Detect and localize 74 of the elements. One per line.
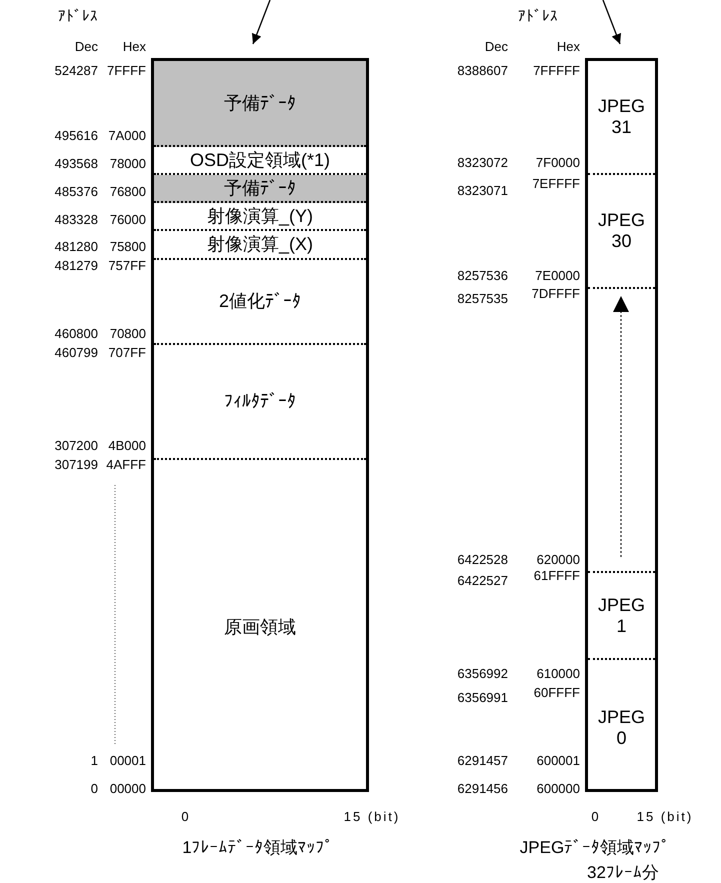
address-value: 00001 <box>110 753 146 768</box>
address-value: 600000 <box>536 781 580 796</box>
address-value: 7A000 <box>108 128 146 143</box>
memory-region: 原画領域 <box>154 460 366 795</box>
address-value: 4AFFF <box>106 457 146 472</box>
address-value: 460800 <box>54 326 98 341</box>
memory-region: 射像演算_(X) <box>154 231 366 260</box>
address-value: 7F0000 <box>536 155 580 170</box>
address-value: 493568 <box>54 156 98 171</box>
memory-region: JPEG 31 <box>588 61 655 175</box>
address-value: 757FF <box>108 258 146 273</box>
arrow <box>252 0 271 44</box>
address-value: 00000 <box>110 781 146 796</box>
column-heading: ｱﾄﾞﾚｽ <box>518 9 558 24</box>
memory-region: 2値化ﾃﾞｰﾀ <box>154 260 366 345</box>
bit-label: 0 <box>591 809 599 824</box>
column-heading: Hex <box>556 39 580 54</box>
address-value: 7FFFFF <box>533 63 580 78</box>
bit-label: 15 (bit) <box>636 809 694 824</box>
map-caption: JPEGﾃﾞｰﾀ領域ﾏｯﾌﾟ <box>520 837 670 859</box>
address-value: 307200 <box>54 438 98 453</box>
address-value: 8323071 <box>457 183 508 198</box>
memory-region: 予備ﾃﾞｰﾀ <box>154 61 366 147</box>
address-value: 6356992 <box>457 666 508 681</box>
address-value: 7DFFFF <box>532 286 580 301</box>
address-value: 0 <box>90 781 98 796</box>
address-value: 8323072 <box>457 155 508 170</box>
address-value: 76800 <box>110 184 146 199</box>
address-value: 481279 <box>54 258 98 273</box>
column-heading: ｱﾄﾞﾚｽ <box>58 9 98 24</box>
column-heading: Hex <box>122 39 146 54</box>
address-value: 7EFFFF <box>532 176 580 191</box>
arrow <box>602 0 622 44</box>
address-value: 483328 <box>54 212 98 227</box>
address-value: 4B000 <box>108 438 146 453</box>
address-value: 8257536 <box>457 268 508 283</box>
address-value: 307199 <box>54 457 98 472</box>
address-value: 6291456 <box>457 781 508 796</box>
address-value: 75800 <box>110 239 146 254</box>
address-value: 76000 <box>110 212 146 227</box>
address-value: 8257535 <box>457 291 508 306</box>
address-value: 6422527 <box>457 573 508 588</box>
address-value: 78000 <box>110 156 146 171</box>
address-value: 6356991 <box>457 690 508 705</box>
address-value: 707FF <box>108 345 146 360</box>
address-value: 524287 <box>54 63 98 78</box>
address-value: 70800 <box>110 326 146 341</box>
memory-region: 射像演算_(Y) <box>154 203 366 231</box>
address-value: 460799 <box>54 345 98 360</box>
memory-region: JPEG 1 <box>588 573 655 660</box>
address-value: 610000 <box>536 666 580 681</box>
memory-region: 予備ﾃﾞｰﾀ <box>154 175 366 203</box>
map-caption: 32ﾌﾚｰﾑ分 <box>587 862 659 883</box>
column-heading: Dec <box>74 39 98 54</box>
bit-label: 0 <box>181 809 189 824</box>
address-value: 620000 <box>536 552 580 567</box>
address-value: 61FFFF <box>534 568 580 583</box>
address-value: 600001 <box>536 753 580 768</box>
address-value: 8388607 <box>457 63 508 78</box>
bit-label: 15 (bit) <box>344 809 400 824</box>
memory-region: JPEG 0 <box>588 660 655 795</box>
address-value: 485376 <box>54 184 98 199</box>
map-caption: 1ﾌﾚｰﾑﾃﾞｰﾀ領域ﾏｯﾌﾟ <box>182 837 334 859</box>
address-value: 1 <box>90 753 98 768</box>
memory-region: ﾌｨﾙﾀﾃﾞｰﾀ <box>154 345 366 460</box>
address-value: 6422528 <box>457 552 508 567</box>
memory-region: JPEG 30 <box>588 175 655 289</box>
column-heading: Dec <box>484 39 508 54</box>
address-value: 6291457 <box>457 753 508 768</box>
address-value: 7E0000 <box>535 268 580 283</box>
address-value: 481280 <box>54 239 98 254</box>
address-value: 60FFFF <box>534 685 580 700</box>
address-value: 7FFFF <box>107 63 146 78</box>
address-value: 495616 <box>54 128 98 143</box>
